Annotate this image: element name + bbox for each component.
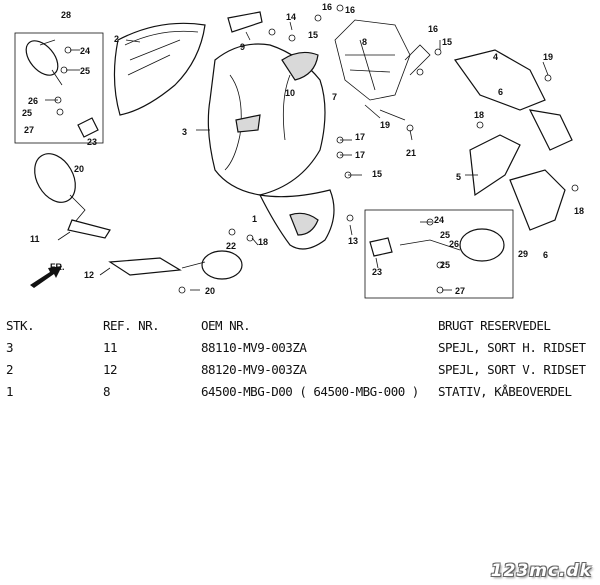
callout-24b: 24 — [434, 215, 444, 225]
callout-25b: 25 — [22, 108, 32, 118]
callout-26b: 26 — [449, 239, 459, 249]
callout-18: 18 — [474, 110, 484, 120]
callout-22: 22 — [226, 241, 236, 251]
upper-cowl-part — [207, 43, 326, 196]
cell-qty: 3 — [6, 340, 14, 355]
callout-20b: 20 — [205, 286, 215, 296]
callout-3: 3 — [182, 127, 187, 137]
cell-desc: SPEJL, SORT H. RIDSET — [438, 340, 586, 355]
callout-26: 26 — [28, 96, 38, 106]
table-row: 1 8 64500-MBG-D00 ( 64500-MBG-000 ) STAT… — [0, 384, 600, 406]
callout-15: 15 — [308, 30, 318, 40]
cell-qty: 1 — [6, 384, 14, 399]
callout-18b: 18 — [574, 206, 584, 216]
leader-lines — [39, 21, 549, 291]
callout-9: 9 — [240, 42, 245, 52]
inner-panel-6-part — [509, 169, 566, 231]
header-qty: STK. — [6, 318, 35, 333]
callout-23b: 23 — [372, 267, 382, 277]
callout-8: 8 — [362, 37, 367, 47]
callout-25c: 25 — [440, 230, 450, 240]
callout-29: 29 — [518, 249, 528, 259]
parts-diagram: FR. 28 2 9 14 15 16 16 16 15 4 19 24 25 … — [14, 2, 584, 299]
callout-6b: 6 — [543, 250, 548, 260]
table-row: 3 11 88110-MV9-003ZA SPEJL, SORT H. RIDS… — [0, 340, 600, 362]
windscreen-part — [113, 22, 206, 116]
callout-6: 6 — [498, 87, 503, 97]
header-desc: BRUGT RESERVEDEL — [438, 318, 551, 333]
callout-1: 1 — [252, 214, 257, 224]
parts-table: STK. REF. NR. OEM NR. BRUGT RESERVEDEL 3… — [0, 318, 600, 406]
callout-16a: 16 — [322, 2, 332, 12]
table-header: STK. REF. NR. OEM NR. BRUGT RESERVEDEL — [0, 318, 600, 340]
callout-4: 4 — [493, 52, 498, 62]
panel-9-part — [227, 11, 263, 33]
cell-oem: 64500-MBG-D00 ( 64500-MBG-000 ) — [201, 384, 419, 399]
callout-24: 24 — [80, 46, 90, 56]
panel-10-part — [281, 51, 319, 81]
callout-5: 5 — [456, 172, 461, 182]
callout-17b: 17 — [355, 150, 365, 160]
exploded-view-illustration: FR. 28 2 9 14 15 16 16 16 15 4 19 24 25 … — [14, 2, 584, 299]
callout-16b: 16 — [345, 5, 355, 15]
callout-25d: 25 — [440, 260, 450, 270]
callout-13: 13 — [348, 236, 358, 246]
callout-11: 11 — [30, 234, 40, 244]
table-row: 2 12 88120-MV9-003ZA SPEJL, SORT V. RIDS… — [0, 362, 600, 384]
callout-15b: 15 — [442, 37, 452, 47]
callout-27b: 27 — [455, 286, 465, 296]
callout-18c: 18 — [258, 237, 268, 247]
cell-oem: 88110-MV9-003ZA — [201, 340, 307, 355]
mirror-box-part — [459, 228, 505, 262]
callout-14: 14 — [286, 12, 296, 22]
mirror-inset-part — [25, 40, 59, 76]
callout-23: 23 — [87, 137, 97, 147]
callout-16c: 16 — [428, 24, 438, 34]
cell-qty: 2 — [6, 362, 14, 377]
header-oem: OEM NR. — [201, 318, 251, 333]
cell-ref: 8 — [103, 384, 111, 399]
callout-21: 21 — [406, 148, 416, 158]
callout-28: 28 — [61, 10, 71, 20]
mirror-right-part — [201, 250, 243, 280]
site-watermark: 123mc.dk — [490, 561, 592, 581]
callout-19: 19 — [543, 52, 553, 62]
front-direction-arrow: FR. — [30, 262, 65, 288]
inset-box-left — [14, 32, 104, 144]
inset-box-right — [364, 209, 514, 299]
fr-label: FR. — [50, 262, 65, 272]
cell-ref: 11 — [103, 340, 118, 355]
inner-panel-6b-part — [528, 109, 573, 151]
callout-10: 10 — [285, 88, 295, 98]
callout-12: 12 — [84, 270, 94, 280]
inner-panel-5-part — [469, 134, 521, 197]
callout-27: 27 — [24, 125, 34, 135]
inner-panel-4-part — [453, 49, 546, 111]
stay-bracket-part — [334, 19, 411, 101]
cell-desc: SPEJL, SORT V. RIDSET — [438, 362, 586, 377]
header-ref: REF. NR. — [103, 318, 160, 333]
callout-19b: 19 — [380, 120, 390, 130]
callout-20: 20 — [74, 164, 84, 174]
callout-2: 2 — [114, 34, 119, 44]
cell-ref: 12 — [103, 362, 118, 377]
callout-7: 7 — [332, 92, 337, 102]
callout-25: 25 — [80, 66, 90, 76]
callout-numbers: 28 2 9 14 15 16 16 16 15 4 19 24 25 26 2… — [22, 2, 584, 296]
cell-desc: STATIV, KÅBEOVERDEL — [438, 384, 572, 399]
callout-17: 17 — [355, 132, 365, 142]
callout-15c: 15 — [372, 169, 382, 179]
mirror-left-part — [34, 153, 76, 203]
cell-oem: 88120-MV9-003ZA — [201, 362, 307, 377]
